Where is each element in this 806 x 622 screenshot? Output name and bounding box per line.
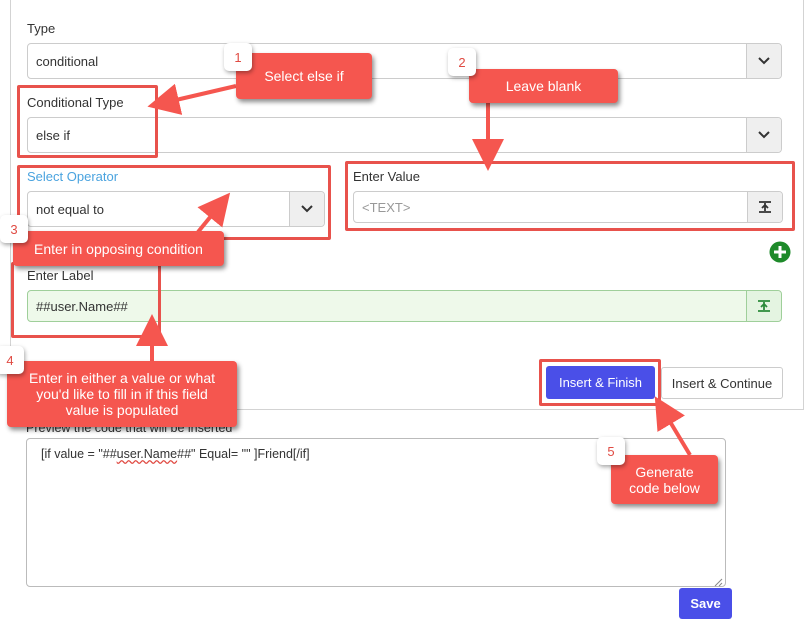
resize-handle-icon[interactable]	[713, 574, 723, 587]
insert-field-icon	[758, 300, 770, 312]
type-dropdown-button[interactable]	[746, 44, 781, 78]
conditional-type-dropdown-button[interactable]	[746, 118, 781, 152]
conditional-type-highlight	[17, 85, 158, 158]
type-value: conditional	[36, 53, 99, 69]
arrow-1	[147, 83, 237, 115]
operator-dropdown-button[interactable]	[289, 192, 324, 226]
insert-field-icon	[759, 201, 771, 213]
callout-4: Enter in either a value or what you'd li…	[7, 361, 237, 427]
enter-label-input[interactable]: ##user.Name##	[27, 290, 782, 322]
save-button[interactable]: Save	[679, 588, 732, 619]
enter-label-label: Enter Label	[27, 268, 94, 283]
insert-finish-button[interactable]: Insert & Finish	[546, 366, 655, 399]
callout-5-number: 5	[597, 437, 625, 465]
enter-value-label: Enter Value	[353, 169, 420, 184]
type-label: Type	[27, 21, 56, 36]
operator-select[interactable]: not equal to	[27, 191, 325, 227]
code-part-1: [if value = "##	[41, 447, 117, 461]
callout-2-number: 2	[448, 48, 476, 76]
callout-2: Leave blank	[469, 69, 618, 103]
conditional-type-value: else if	[36, 127, 70, 143]
chevron-down-icon	[758, 131, 770, 139]
insert-finish-highlight	[539, 359, 661, 406]
callout-5: Generate code below	[611, 455, 718, 504]
enter-label-value: ##user.Name##	[36, 298, 128, 314]
enter-label-insert-button[interactable]	[746, 291, 781, 321]
enter-value-input[interactable]: <TEXT>	[353, 191, 783, 223]
chevron-down-icon	[301, 205, 313, 213]
enter-value-insert-button[interactable]	[747, 192, 782, 222]
operator-value: not equal to	[36, 201, 104, 217]
operator-label: Select Operator	[27, 169, 119, 184]
callout-3-number: 3	[0, 215, 28, 243]
callout-1: Select else if	[236, 53, 372, 99]
conditional-type-select[interactable]: else if	[27, 117, 782, 153]
chevron-down-icon	[758, 57, 770, 65]
enter-value-highlight	[345, 161, 795, 231]
insert-continue-button[interactable]: Insert & Continue	[661, 367, 783, 399]
callout-1-number: 1	[224, 43, 252, 71]
code-part-2: user.Name	[116, 447, 178, 461]
arrow-5	[654, 396, 692, 457]
add-circle-icon[interactable]	[769, 241, 791, 263]
enter-value-placeholder: <TEXT>	[362, 199, 411, 215]
callout-3: Enter in opposing condition	[13, 231, 224, 266]
conditional-type-label: Conditional Type	[27, 95, 124, 110]
arrow-3	[196, 192, 231, 234]
type-select[interactable]: conditional	[27, 43, 782, 79]
code-part-3: ##" Equal= "" ]Friend[/if]	[177, 447, 310, 461]
callout-4-number: 4	[0, 346, 24, 374]
